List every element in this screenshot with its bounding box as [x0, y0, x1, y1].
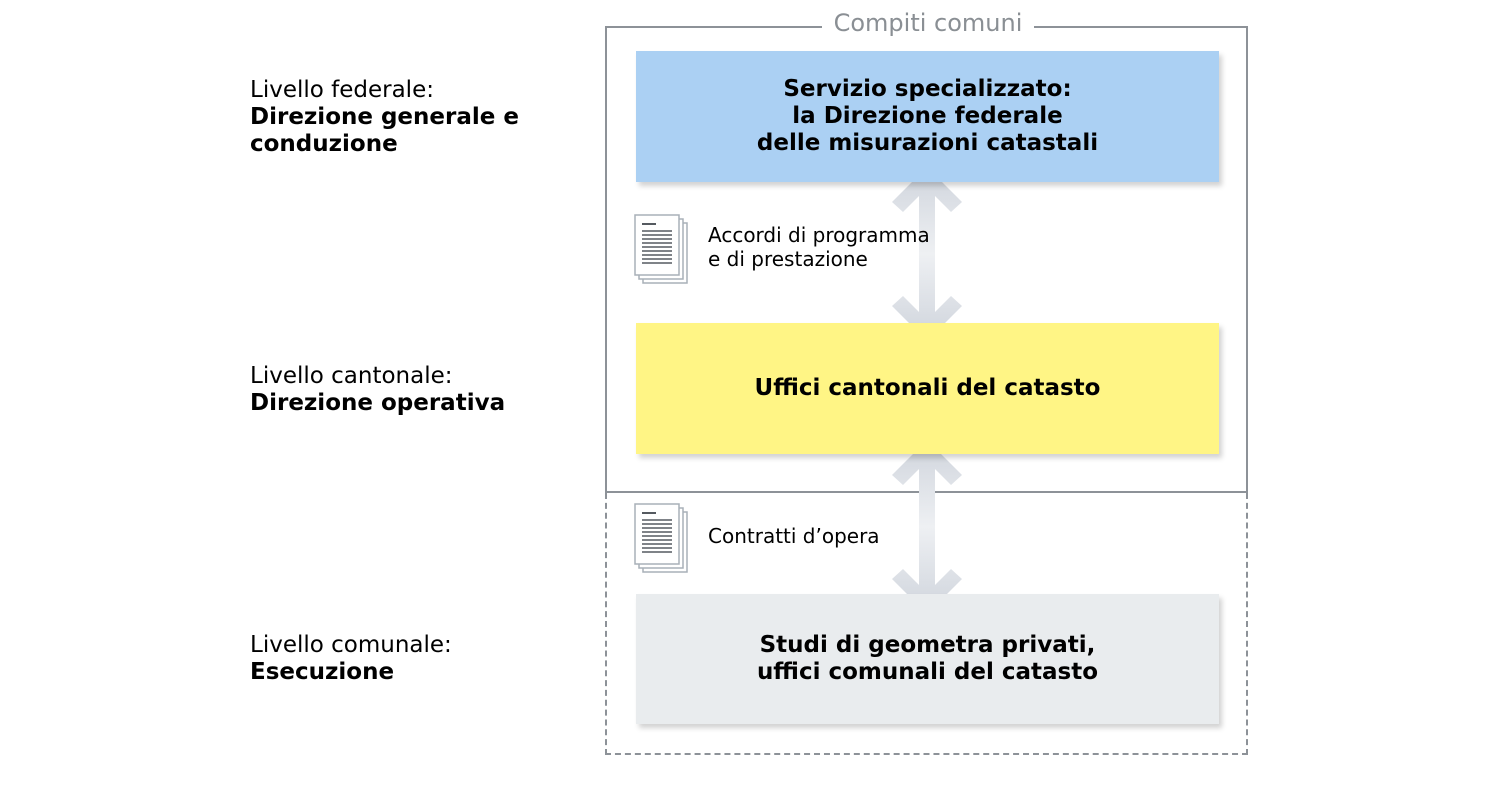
level-name: Livello comunale:: [250, 632, 452, 658]
level-role: conduzione: [250, 131, 398, 157]
level-label-federal: Livello federale: Direzione generale e c…: [250, 77, 570, 158]
box-line: Servizio specializzato:: [783, 76, 1072, 102]
agreement-line: e di prestazione: [708, 247, 868, 271]
frame-title: Compiti comuni: [822, 8, 1034, 38]
box-cantonal-offices: Uffici cantonali del catasto: [636, 323, 1219, 454]
box-line: la Direzione federale: [792, 103, 1063, 129]
level-label-communal: Livello comunale: Esecuzione: [250, 632, 570, 686]
agreement-label-program: Accordi di programma e di prestazione: [708, 223, 930, 271]
box-line: Uffici cantonali del catasto: [754, 375, 1101, 401]
double-arrow-icon: [892, 440, 962, 614]
double-arrow-icon: [892, 167, 962, 341]
agreement-label-contracts: Contratti d’opera: [708, 524, 880, 548]
agreement-line: Accordi di programma: [708, 223, 930, 247]
box-line: Studi di geometra privati,: [759, 632, 1096, 658]
execution-frame-dashed: [605, 493, 1248, 755]
level-role: Direzione operativa: [250, 390, 506, 416]
agreement-line: Contratti d’opera: [708, 524, 880, 548]
level-role: Esecuzione: [250, 659, 395, 685]
box-federal-office: Servizio specializzato: la Direzione fed…: [636, 51, 1219, 182]
box-communal-offices: Studi di geometra privati, uffici comuna…: [636, 594, 1219, 724]
document-stack-icon: [634, 503, 688, 573]
box-line: uffici comunali del catasto: [756, 659, 1099, 685]
level-label-cantonal: Livello cantonale: Direzione operativa: [250, 363, 570, 417]
level-role: Direzione generale e: [250, 104, 519, 130]
level-name: Livello federale:: [250, 77, 434, 103]
box-line: delle misurazioni catastali: [756, 130, 1099, 156]
level-name: Livello cantonale:: [250, 363, 453, 389]
document-stack-icon: [634, 214, 688, 284]
